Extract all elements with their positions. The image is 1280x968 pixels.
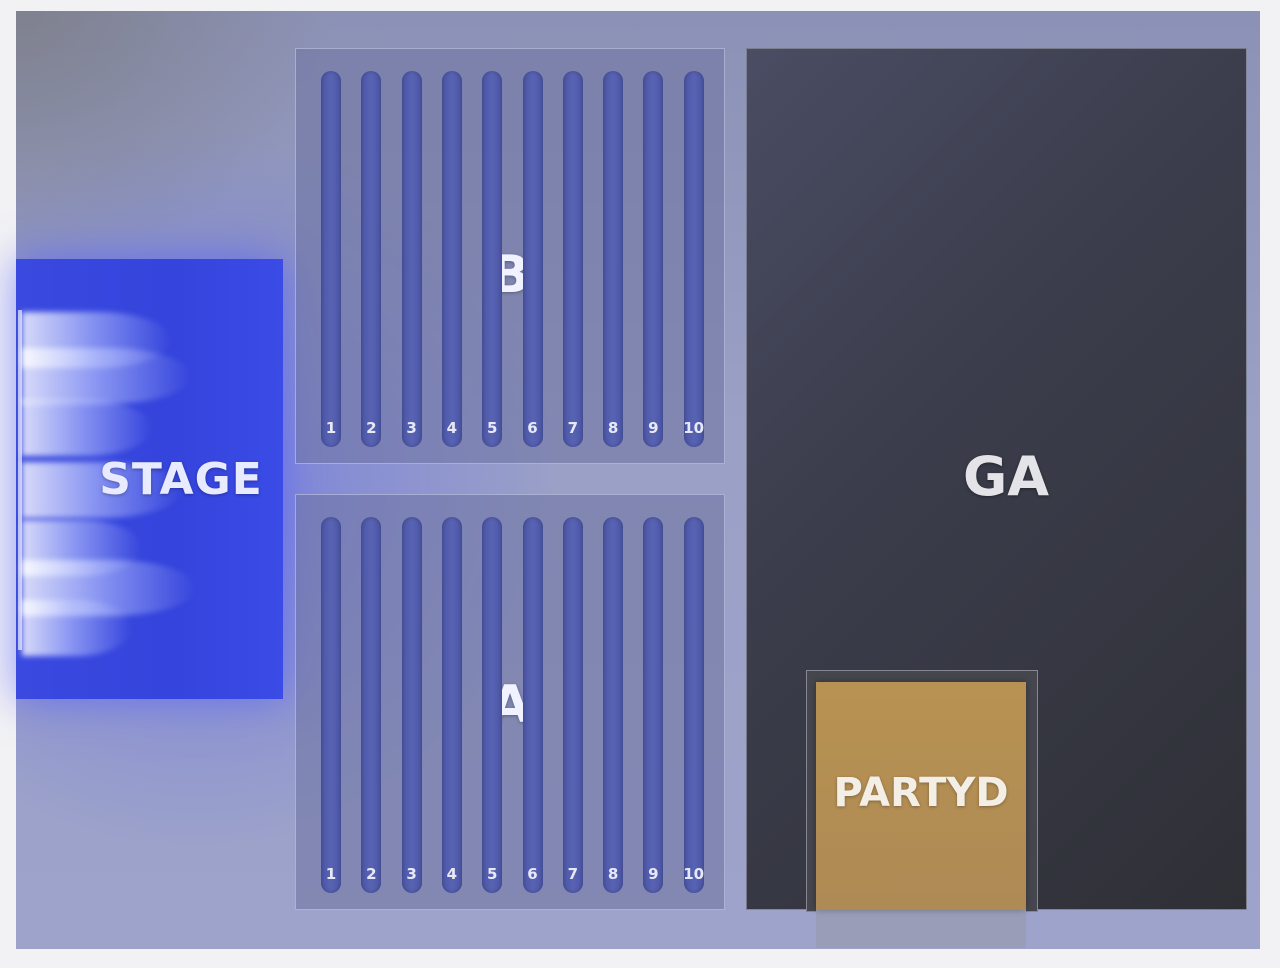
party-deck-label: PARTYD xyxy=(833,770,1009,816)
seat-row-b-9[interactable] xyxy=(643,71,664,447)
seat-row-b-1[interactable] xyxy=(321,71,341,447)
party-deck-walkway xyxy=(816,910,1026,948)
seat-row-number: 1 xyxy=(325,865,337,883)
seat-row-a-7[interactable] xyxy=(562,517,583,893)
seat-row-a-1[interactable] xyxy=(321,517,341,893)
seat-row-a-4[interactable] xyxy=(441,517,462,893)
seat-row-a-10[interactable] xyxy=(683,517,704,893)
seat-row-number: 4 xyxy=(446,865,458,883)
seat-row-number: 6 xyxy=(527,419,538,437)
seat-row-a-5[interactable] xyxy=(482,517,503,893)
stage-light-beam xyxy=(22,462,182,518)
seat-row-b-3[interactable] xyxy=(401,71,422,447)
seat-row-a-8[interactable] xyxy=(603,517,624,893)
seat-row-number: 5 xyxy=(486,865,498,883)
seat-row-number: 4 xyxy=(446,419,458,437)
seat-row-b-6[interactable] xyxy=(522,71,543,447)
seat-row-number: 10 xyxy=(683,419,705,437)
seat-row-b-4[interactable] xyxy=(441,71,462,447)
stage-light-beam xyxy=(22,600,132,656)
stage-label: STAGE xyxy=(99,453,263,505)
party-deck-area[interactable] xyxy=(816,682,1026,910)
seat-row-number: 3 xyxy=(406,419,417,437)
seat-row-b-5[interactable] xyxy=(482,71,503,447)
seat-row-number: 7 xyxy=(567,865,579,883)
seat-row-a-6[interactable] xyxy=(522,517,543,893)
seat-row-number: 9 xyxy=(648,419,659,437)
seat-row-b-8[interactable] xyxy=(603,71,624,447)
seat-row-a-2[interactable] xyxy=(361,517,382,893)
seat-row-number: 8 xyxy=(607,865,619,883)
general-admission-label: GA xyxy=(962,445,1050,508)
seat-row-number: 8 xyxy=(607,419,619,437)
seat-row-b-10[interactable] xyxy=(683,71,704,447)
stage-edge xyxy=(18,310,22,650)
seat-row-number: 5 xyxy=(486,419,498,437)
seat-row-b-2[interactable] xyxy=(361,71,382,447)
seat-row-number: 9 xyxy=(648,865,659,883)
seat-row-number: 10 xyxy=(683,865,705,883)
seat-row-number: 7 xyxy=(567,419,579,437)
seat-row-number: 2 xyxy=(366,865,377,883)
seat-row-number: 2 xyxy=(366,419,377,437)
stage-light-beam xyxy=(22,400,152,456)
seat-row-number: 6 xyxy=(527,865,538,883)
seat-row-a-9[interactable] xyxy=(643,517,664,893)
seat-row-a-3[interactable] xyxy=(401,517,422,893)
seat-row-number: 3 xyxy=(406,865,417,883)
seat-row-number: 1 xyxy=(325,419,337,437)
seat-row-b-7[interactable] xyxy=(562,71,583,447)
stage-light-beam xyxy=(22,348,192,404)
